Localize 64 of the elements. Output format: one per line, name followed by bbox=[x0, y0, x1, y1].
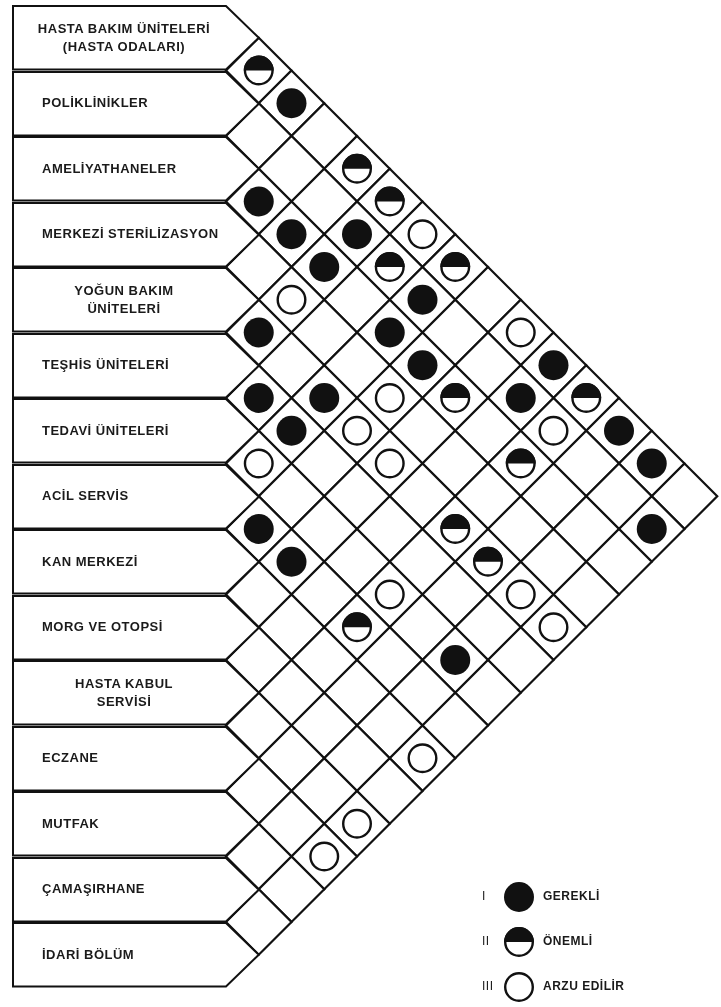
matrix-cell bbox=[224, 887, 294, 957]
department-label: KAN MERKEZİ bbox=[42, 552, 139, 571]
department-label: MORG VE OTOPSİ bbox=[42, 618, 164, 637]
full-circle-mark bbox=[309, 383, 340, 413]
full-circle-mark bbox=[505, 383, 536, 413]
department-label: HASTA KABUL SERVİSİ bbox=[74, 674, 174, 711]
half-circle-mark bbox=[374, 186, 405, 217]
full-circle-mark bbox=[243, 186, 274, 217]
department-label: YOĞUN BAKIM ÜNİTELERİ bbox=[73, 281, 175, 318]
matrix-cell bbox=[486, 625, 556, 695]
empty-circle-mark bbox=[407, 743, 438, 774]
department-label: AMELİYATHANELER bbox=[42, 159, 178, 178]
empty-circle-mark bbox=[374, 579, 405, 610]
empty-circle-mark bbox=[243, 448, 274, 479]
matrix-cell bbox=[355, 756, 425, 826]
full-circle-mark bbox=[342, 219, 372, 250]
full-circle-mark bbox=[276, 219, 307, 250]
department-label: TEŞHİS ÜNİTELERİ bbox=[42, 356, 171, 375]
full-circle-mark bbox=[604, 415, 634, 446]
department-label: TEDAVİ ÜNİTELERİ bbox=[42, 421, 170, 440]
department-label: HASTA BAKIM ÜNİTELERİ (HASTA ODALARI) bbox=[36, 19, 212, 56]
matrix-cell bbox=[650, 461, 719, 531]
empty-circle-mark bbox=[407, 219, 438, 250]
full-circle-mark bbox=[276, 88, 307, 119]
legend-label: ARZU EDİLİR bbox=[543, 979, 625, 993]
legend-label: ÖNEMLİ bbox=[543, 934, 593, 948]
roman-numeral: I bbox=[482, 889, 486, 903]
department-label: ACİL SERVİS bbox=[42, 487, 130, 506]
empty-circle-mark bbox=[309, 841, 340, 872]
empty-circle-mark bbox=[538, 415, 569, 446]
full-circle-mark bbox=[276, 546, 307, 577]
matrix-cell bbox=[257, 854, 326, 924]
empty-circle-mark bbox=[505, 317, 536, 348]
full-circle-mark bbox=[407, 350, 438, 381]
matrix-cell bbox=[420, 691, 490, 760]
full-circle-mark bbox=[636, 448, 667, 479]
full-circle-mark bbox=[243, 317, 274, 348]
full-circle-mark bbox=[440, 645, 471, 675]
full-circle-mark bbox=[243, 383, 274, 413]
full-circle-mark bbox=[276, 415, 307, 446]
full-circle-mark bbox=[243, 514, 274, 544]
full-circle-mark bbox=[636, 514, 667, 544]
half-circle-mark bbox=[243, 55, 274, 86]
empty-circle-mark bbox=[505, 579, 536, 610]
roman-numeral: II bbox=[482, 934, 490, 948]
empty-circle-mark bbox=[374, 448, 405, 479]
full-circle-mark bbox=[407, 284, 438, 315]
department-label: MERKEZİ STERİLİZASYON bbox=[42, 225, 220, 244]
full-circle-mark bbox=[538, 350, 569, 381]
half-circle-mark bbox=[505, 448, 536, 479]
matrix-cell bbox=[584, 527, 654, 597]
department-label: MUTFAK bbox=[42, 814, 101, 833]
roman-numeral: III bbox=[482, 979, 494, 993]
matrix-cell bbox=[453, 658, 523, 728]
empty-circle-mark bbox=[538, 612, 569, 643]
full-circle-mark bbox=[374, 317, 405, 348]
legend-label: GEREKLİ bbox=[543, 889, 600, 903]
department-label: ECZANE bbox=[42, 749, 100, 768]
department-label: POLİKLİNİKLER bbox=[42, 94, 150, 113]
full-circle-mark bbox=[309, 252, 340, 282]
empty-circle-mark bbox=[276, 284, 307, 315]
department-label: İDARİ BÖLÜM bbox=[42, 945, 136, 964]
matrix-cell bbox=[551, 560, 621, 629]
department-label: ÇAMAŞIRHANE bbox=[42, 880, 146, 899]
